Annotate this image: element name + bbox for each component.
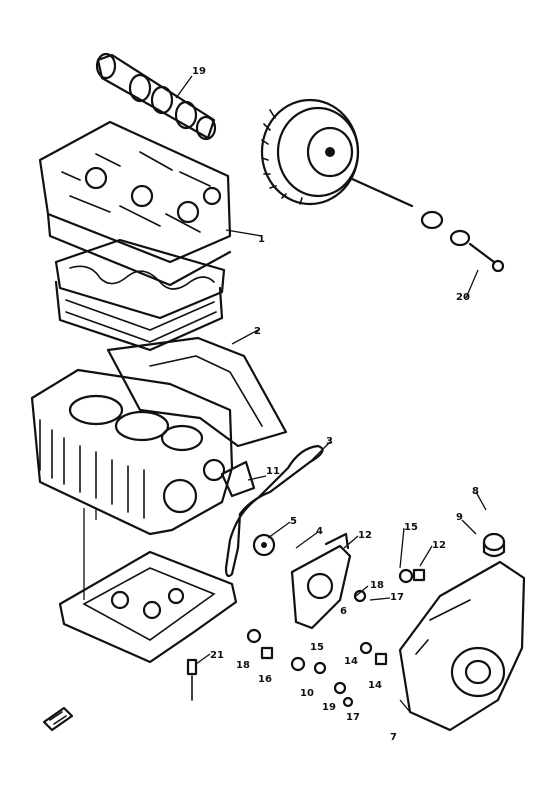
- oil-filler-cap: [482, 532, 506, 558]
- small-parts: [246, 568, 426, 708]
- callout-2: 2: [254, 326, 261, 337]
- callout-19: 19: [192, 66, 206, 77]
- chain-tensioner: [220, 460, 256, 498]
- callout-3: 3: [326, 436, 333, 447]
- leader-lines: [83, 75, 487, 713]
- callout-17-b: 17: [346, 712, 360, 723]
- callout-20: 20: [456, 292, 470, 303]
- callout-7: 7: [390, 732, 397, 743]
- clutch-assembly: [260, 98, 360, 206]
- callout-8: 8: [472, 486, 479, 497]
- callout-9: 9: [456, 512, 463, 523]
- callout-6: 6: [340, 606, 347, 617]
- callout-18-a: 18: [370, 580, 384, 591]
- callout-18-b: 18: [236, 660, 250, 671]
- drain-bolt: [186, 658, 198, 701]
- callout-14-a: 14: [344, 656, 358, 667]
- callout-4: 4: [316, 526, 323, 537]
- cylinder-head: [38, 120, 232, 287]
- callout-15-b: 15: [310, 642, 324, 653]
- callout-16: 16: [258, 674, 272, 685]
- callout-12-b: 12: [432, 540, 446, 551]
- manufacturer-logo-icon: [42, 706, 74, 732]
- callout-5: 5: [290, 516, 297, 527]
- cylinder-head-gasket: [54, 238, 226, 320]
- oil-pump: [290, 532, 352, 630]
- callout-10: 10: [300, 688, 314, 699]
- crankcase-gasket: [106, 336, 288, 448]
- callout-11: 11: [266, 466, 280, 477]
- shift-shaft: [348, 176, 505, 273]
- callout-14-b: 14: [368, 680, 382, 691]
- camshaft: [95, 52, 217, 141]
- oil-pan: [58, 550, 238, 664]
- callout-labels: 19 1 2 3 11 5 4 12 15 12 8 9 18 17 6 20 …: [192, 66, 479, 743]
- pump-drive-gear: [252, 533, 276, 557]
- callout-12-a: 12: [358, 530, 372, 541]
- callout-19-b: 19: [322, 702, 336, 713]
- cam-chain: [224, 444, 324, 578]
- callout-1: 1: [258, 234, 265, 245]
- callout-15: 15: [404, 522, 418, 533]
- callout-17-a: 17: [390, 592, 404, 603]
- cylinder-block: [54, 280, 224, 352]
- crankcase-cover: [398, 560, 526, 732]
- callout-21: 21: [210, 650, 224, 661]
